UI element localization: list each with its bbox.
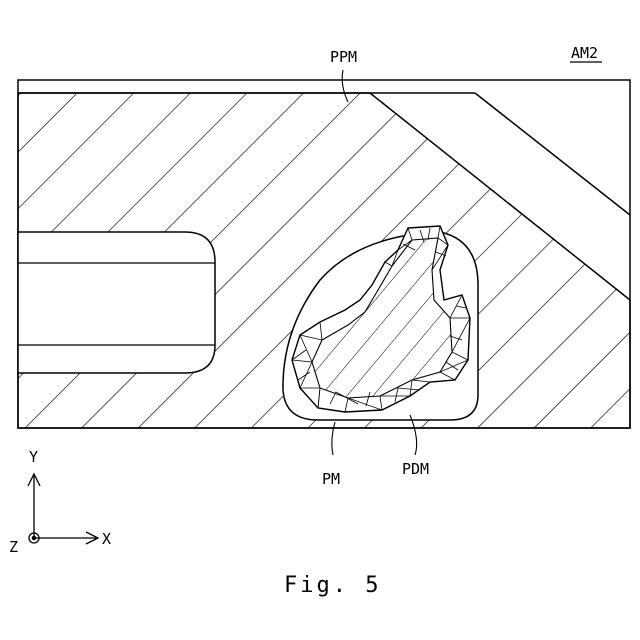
label-pm: PM [322,470,340,488]
axes-indicator [28,474,98,544]
axis-label-x: X [102,530,111,548]
left-slot [18,232,215,373]
axis-label-z: Z [9,538,18,556]
axis-label-y: Y [29,448,38,466]
label-ppm: PPM [330,48,357,66]
figure-caption: Fig. 5 [284,573,381,598]
label-pdm: PDM [402,460,429,478]
label-am2: AM2 [571,44,598,62]
